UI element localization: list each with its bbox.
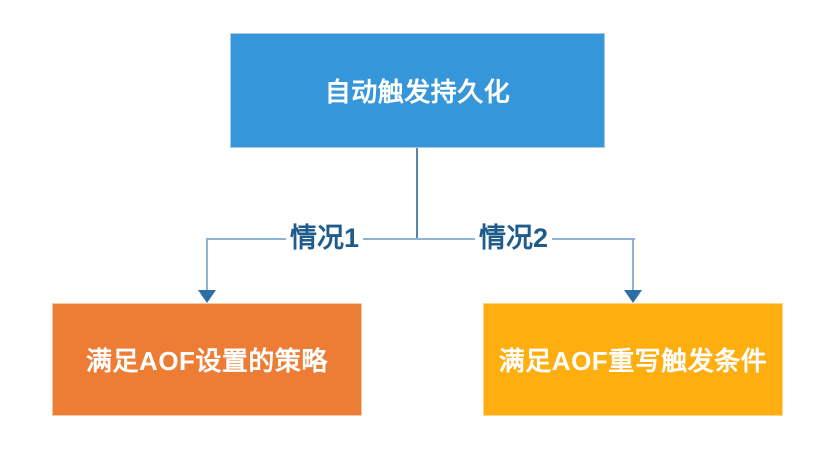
arrow-down-icon — [624, 290, 642, 303]
connector-horizontal — [206, 238, 635, 240]
node-label: 满足AOF重写触发条件 — [498, 346, 768, 376]
node-label: 自动触发持久化 — [324, 77, 511, 107]
node-auto-trigger-persistence: 自动触发持久化 — [230, 33, 605, 148]
node-label: 满足AOF设置的策略 — [86, 346, 328, 376]
connector-vertical-right — [632, 238, 634, 291]
arrow-down-icon — [198, 290, 216, 303]
node-aof-rewrite-condition: 满足AOF重写触发条件 — [483, 303, 783, 416]
edge-label-case2: 情况2 — [475, 221, 553, 255]
connector-stem — [416, 148, 418, 239]
node-aof-policy: 满足AOF设置的策略 — [52, 303, 362, 416]
edge-label-case1: 情况1 — [286, 221, 364, 255]
connector-vertical-left — [206, 238, 208, 291]
